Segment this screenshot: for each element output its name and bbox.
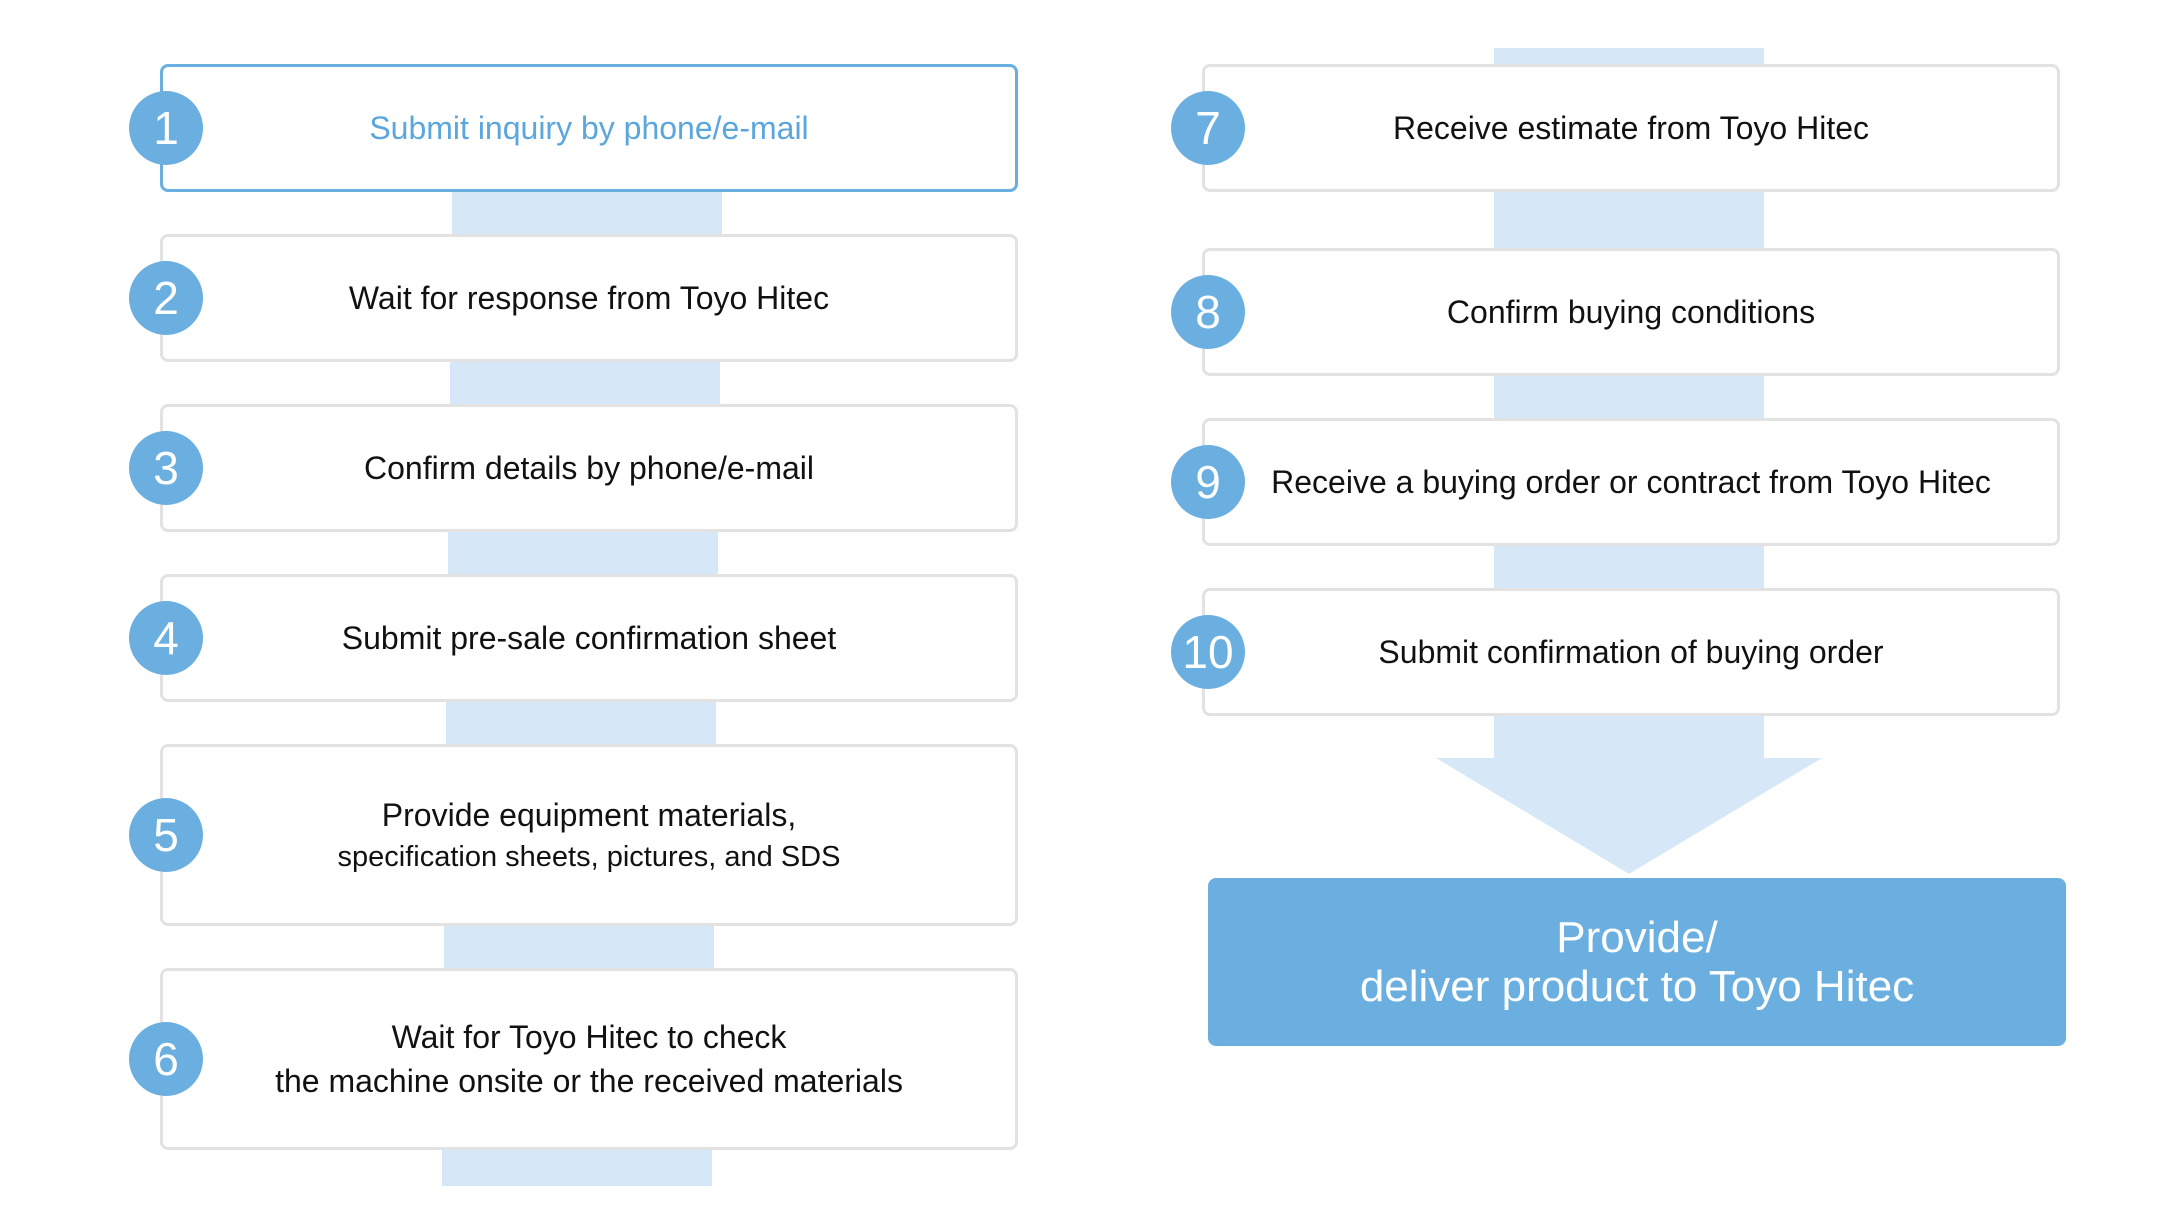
step-number-badge-3: 3: [129, 431, 203, 505]
step-label: Confirm buying conditions: [1446, 293, 1816, 330]
final-step-line: deliver product to Toyo Hitec: [1359, 962, 1915, 1011]
step-box-1: Submit inquiry by phone/e-mail: [160, 64, 1018, 192]
step-box-6: Wait for Toyo Hitec to check the machine…: [160, 968, 1018, 1150]
step-box-9: Receive a buying order or contract from …: [1202, 418, 2060, 546]
connector-2-3: [450, 360, 720, 406]
step-number-badge-5: 5: [129, 798, 203, 872]
step-label: the machine onsite or the received mater…: [275, 1063, 903, 1099]
step-box-4: Submit pre-sale confirmation sheet: [160, 574, 1018, 702]
step-number-badge-10: 10: [1171, 615, 1245, 689]
step-box-5: Provide equipment materials, specificati…: [160, 744, 1018, 926]
final-step-box: Provide/ deliver product to Toyo Hitec: [1208, 878, 2066, 1046]
step-number-badge-9: 9: [1171, 445, 1245, 519]
connector-4-5: [446, 700, 716, 746]
step-label: Provide equipment materials,: [381, 796, 797, 833]
step-number-badge-1: 1: [129, 91, 203, 165]
step-label: Receive estimate from Toyo Hitec: [1392, 109, 1870, 146]
step-label: Wait for Toyo Hitec to check: [391, 1018, 787, 1055]
step-text-9: Receive a buying order or contract from …: [1271, 460, 1991, 504]
step-number-badge-6: 6: [129, 1022, 203, 1096]
connector-8-9: [1494, 374, 1764, 420]
connector-10-arrow: [1494, 714, 1764, 762]
step-text-2: Wait for response from Toyo Hitec: [349, 276, 829, 320]
step-box-10: Submit confirmation of buying order: [1202, 588, 2060, 716]
step-text-3: Confirm details by phone/e-mail: [364, 446, 814, 490]
step-number-badge-8: 8: [1171, 275, 1245, 349]
step-label: specification sheets, pictures, and SDS: [337, 841, 841, 874]
step-label: Submit inquiry by phone/e-mail: [369, 109, 809, 146]
step-text-5: Provide equipment materials, specificati…: [338, 793, 841, 877]
step-label: Submit pre-sale confirmation sheet: [341, 619, 837, 656]
down-arrow-icon: [1436, 758, 1822, 874]
step-number-badge-4: 4: [129, 601, 203, 675]
step-text-1: Submit inquiry by phone/e-mail: [369, 106, 808, 150]
step-label: Submit confirmation of buying order: [1378, 633, 1884, 670]
connector-9-10: [1494, 544, 1764, 590]
step-text-8: Confirm buying conditions: [1447, 290, 1815, 334]
step-number-badge-7: 7: [1171, 91, 1245, 165]
step-text-7: Receive estimate from Toyo Hitec: [1393, 106, 1869, 150]
step-box-2: Wait for response from Toyo Hitec: [160, 234, 1018, 362]
step-box-7: Receive estimate from Toyo Hitec: [1202, 64, 2060, 192]
connector-7-head: [1494, 48, 1764, 66]
step-text-10: Submit confirmation of buying order: [1378, 630, 1883, 674]
step-text-4: Submit pre-sale confirmation sheet: [342, 616, 836, 660]
connector-7-8: [1494, 190, 1764, 250]
connector-5-6: [444, 924, 714, 970]
step-label: Confirm details by phone/e-mail: [364, 449, 814, 486]
step-number-badge-2: 2: [129, 261, 203, 335]
connector-3-4: [448, 530, 718, 576]
step-text-6: Wait for Toyo Hitec to check the machine…: [275, 1015, 903, 1103]
connector-6-tail: [442, 1148, 712, 1186]
step-box-3: Confirm details by phone/e-mail: [160, 404, 1018, 532]
final-step-text: Provide/ deliver product to Toyo Hitec: [1360, 913, 1914, 1012]
step-label: Receive a buying order or contract from …: [1271, 463, 1991, 500]
step-box-8: Confirm buying conditions: [1202, 248, 2060, 376]
step-label: Wait for response from Toyo Hitec: [348, 279, 830, 316]
final-step-line: Provide/: [1556, 912, 1718, 962]
connector-1-2: [452, 190, 722, 234]
